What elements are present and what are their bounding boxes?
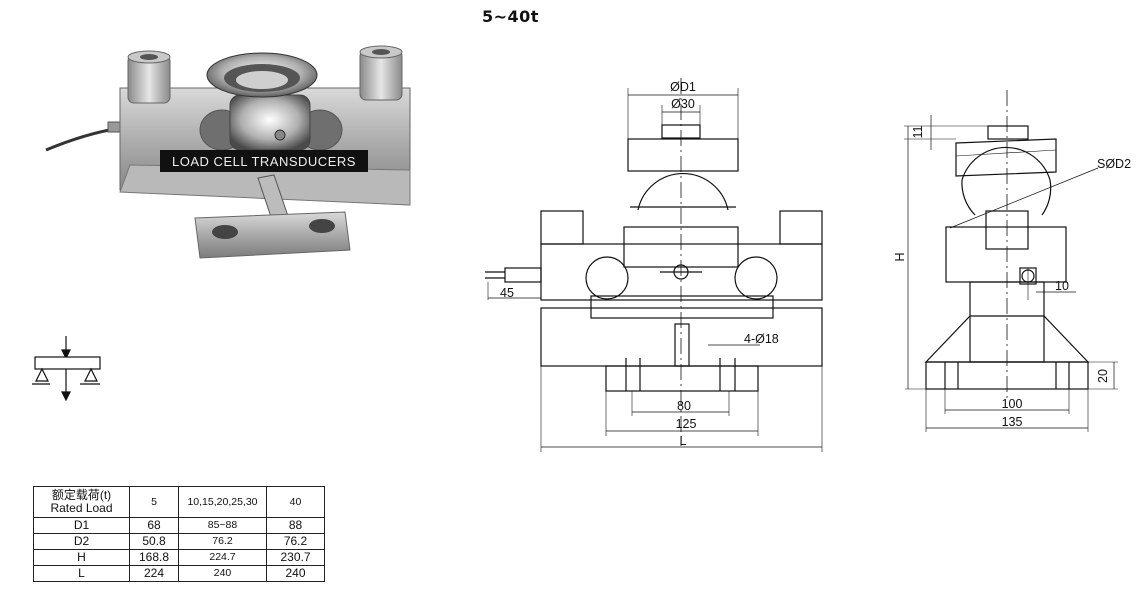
header-en: Rated Load [50,501,113,515]
dim-l: L [680,434,687,448]
header-cn: 额定载荷(t) [51,488,112,502]
table-cell: 76.2 [178,533,267,550]
table-cell: 85~88 [178,517,267,534]
dim-11: 11 [911,125,925,138]
table-cell: 224 [129,565,179,582]
dim-sphere: SØD2 [1097,157,1131,171]
table-cell: 76.2 [266,533,325,550]
table-cell: 224.7 [178,549,267,566]
dim-h: H [893,252,907,261]
side-view-dimensions: 11 SØD2 H 10 20 100 135 [893,125,1131,429]
load-diagram [32,336,101,402]
table-cell: 168.8 [129,549,179,566]
front-view-dimensions: ØD1 Ø30 45 4-Ø18 80 125 L [500,80,779,448]
table-row: D1 68 85~88 88 [33,517,325,534]
table-col-header: 5 [129,486,179,518]
load-cell-photo: LOAD CELL TRANSDUCERS [45,45,411,259]
row-label: D1 [33,517,130,534]
table-col-header: 40 [266,486,325,518]
front-view-drawing [485,78,823,452]
page-title: 5~40t [482,7,539,26]
dim-holes: 4-Ø18 [744,332,779,346]
row-label: L [33,565,130,582]
dim-100: 100 [1002,397,1023,411]
row-label: H [33,549,130,566]
dim-d30: Ø30 [671,97,695,111]
table-col-header: 10,15,20,25,30 [178,486,267,518]
dim-d1: ØD1 [670,80,696,94]
side-view-drawing [904,90,1118,432]
dim-45: 45 [500,286,514,300]
table-cell: 240 [178,565,267,582]
dim-125: 125 [676,417,697,431]
dim-80: 80 [677,399,691,413]
table-cell: 50.8 [129,533,179,550]
dim-10: 10 [1055,279,1069,293]
table-cell: 68 [129,517,179,534]
dim-135: 135 [1002,415,1023,429]
table-row: H 168.8 224.7 230.7 [33,549,325,566]
table-row: L 224 240 240 [33,565,325,582]
table-header-row: 额定载荷(t) Rated Load 5 10,15,20,25,30 40 [33,486,325,518]
table-cell: 230.7 [266,549,325,566]
dim-20: 20 [1096,369,1110,383]
row-label: D2 [33,533,130,550]
table-row: D2 50.8 76.2 76.2 [33,533,325,550]
table-cell: 240 [266,565,325,582]
spec-table: 额定载荷(t) Rated Load 5 10,15,20,25,30 40 D… [33,486,325,582]
nameplate-text: LOAD CELL TRANSDUCERS [172,154,356,169]
table-cell: 88 [266,517,325,534]
table-header-label: 额定载荷(t) Rated Load [33,486,130,518]
